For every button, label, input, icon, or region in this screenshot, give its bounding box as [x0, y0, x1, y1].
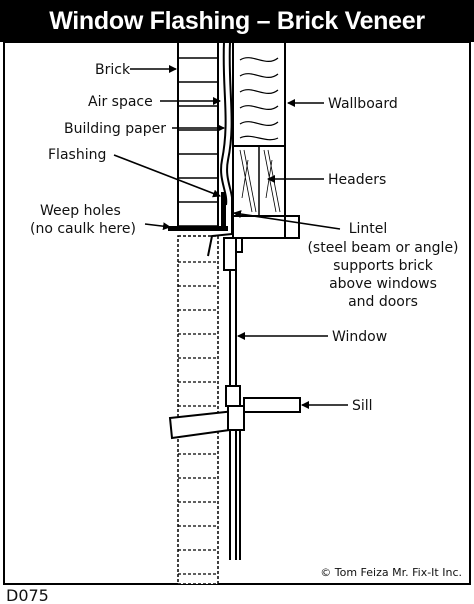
lower-framing: [229, 430, 241, 560]
wallboard: [232, 41, 286, 147]
label-flashing: Flashing: [48, 147, 106, 163]
label-wallboard: Wallboard: [328, 96, 398, 112]
label-weep-holes-note: (no caulk here): [30, 221, 136, 237]
label-lintel-desc-4: and doors: [348, 294, 418, 310]
steel-lintel: [168, 192, 228, 231]
flashing: [207, 196, 233, 257]
label-building-paper: Building paper: [64, 121, 166, 137]
page-title: Window Flashing – Brick Veneer: [0, 0, 474, 42]
interior-sill: [243, 397, 301, 413]
brick-courses-upper: [178, 57, 218, 227]
window-glass: [229, 270, 237, 386]
label-headers: Headers: [328, 172, 386, 188]
head-trim: [232, 215, 300, 239]
label-lintel: Lintel: [349, 221, 388, 237]
window-head: [223, 237, 243, 271]
brick-wall-lower: [177, 235, 219, 585]
copyright-credit: © Tom Feiza Mr. Fix-It Inc.: [320, 566, 462, 579]
label-lintel-desc-1: (steel beam or angle): [307, 240, 458, 256]
headers: [232, 145, 286, 217]
brick-sill: [168, 405, 245, 440]
label-air-space: Air space: [88, 94, 153, 110]
window-sash-bottom: [225, 385, 241, 407]
label-lintel-desc-2: supports brick: [333, 258, 434, 274]
building-paper: [220, 41, 234, 206]
label-weep-holes: Weep holes: [40, 203, 121, 219]
label-window: Window: [332, 329, 387, 345]
label-lintel-desc-3: above windows: [329, 276, 437, 292]
leader-lines: [113, 65, 348, 409]
label-brick: Brick: [95, 62, 131, 78]
figure-code: D075: [6, 586, 49, 604]
label-sill: Sill: [352, 398, 373, 414]
brick-wall-upper: [177, 41, 219, 228]
